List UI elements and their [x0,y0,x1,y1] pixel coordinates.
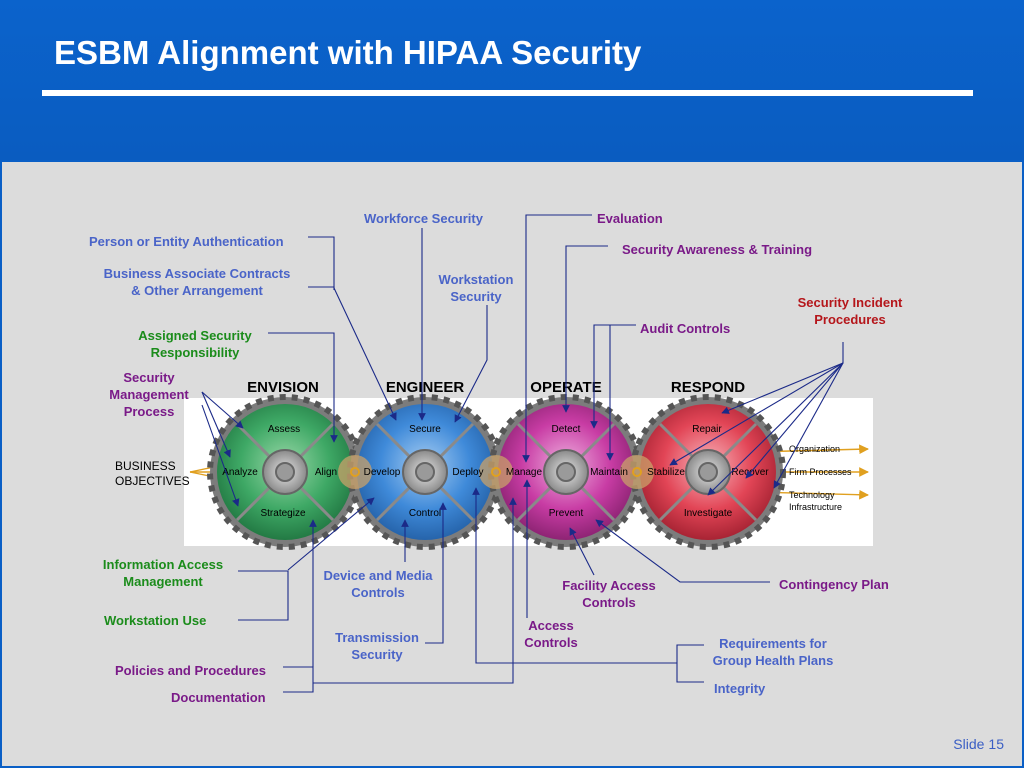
layer-infrastructure: Infrastructure [789,502,842,512]
layer-firm-processes: Firm Processes [789,467,852,477]
label-facility-access-controls: Facility Access Controls [554,577,664,611]
label-evaluation: Evaluation [597,211,663,226]
label-smp-line1: Security [123,370,175,385]
label-access-line1: Access [528,618,574,633]
label-transmission-line1: Transmission [335,630,419,645]
gear-label-prevent: Prevent [549,508,584,519]
slide-header: ESBM Alignment with HIPAA Security [0,0,1024,160]
gear-label-stabilize: Stabilize [647,467,685,478]
label-iam-line2: Management [123,574,203,589]
label-access-line2: Controls [524,635,578,650]
gear-label-manage: Manage [506,467,543,478]
label-incident-line2: Procedures [814,312,886,327]
label-device-line2: Controls [351,585,405,600]
layer-technology: Technology [789,490,835,500]
gear-label-control: Control [409,508,441,519]
label-workstation-security: Workstation Security [432,271,520,305]
callout-lines [201,214,844,693]
phase-engineer: ENGINEER [386,379,465,396]
layer-organization: Organization [789,444,840,454]
gear-envision [207,394,363,550]
phase-respond: RESPOND [671,379,745,396]
slide-title: ESBM Alignment with HIPAA Security [54,34,642,71]
label-transmission-security: Transmission Security [326,629,428,663]
label-contingency-plan: Contingency Plan [779,577,889,592]
label-requirements-group-health-plans: Requirements for Group Health Plans [703,635,843,669]
slide-number-value: 15 [988,736,1004,752]
label-workstation-security-line2: Security [450,289,502,304]
gear-label-deploy: Deploy [452,467,483,478]
gear-engineer [347,394,503,550]
label-assigned-security-responsibility: Assigned Security Responsibility [130,327,260,361]
label-device-line1: Device and Media [323,568,433,583]
label-information-access-management: Information Access Management [94,556,232,590]
gear-label-maintain: Maintain [590,467,628,478]
business-objectives-line2: OBJECTIVES [115,474,190,488]
label-assigned-line1: Assigned Security [138,328,252,343]
gear-respond [630,394,786,550]
label-facility-line2: Controls [582,595,636,610]
label-bac-line1: Business Associate Contracts [103,266,291,281]
label-transmission-line2: Security [351,647,403,662]
gear-label-investigate: Investigate [684,508,733,519]
label-business-associate-contracts: Business Associate Contracts & Other Arr… [95,265,299,299]
label-smp-line2: Management [109,387,189,402]
business-objectives-line1: BUSINESS [115,459,176,473]
label-incident-line1: Security Incident [797,295,903,310]
label-integrity: Integrity [714,681,766,696]
label-access-controls: Access Controls [516,617,586,651]
phase-envision: ENVISION [247,379,319,396]
label-security-awareness-training: Security Awareness & Training [622,242,813,257]
label-smp-line3: Process [123,404,175,419]
gear-label-repair: Repair [692,424,722,435]
title-underline [42,90,973,96]
label-policies-procedures: Policies and Procedures [115,663,267,678]
label-facility-line1: Facility Access [562,578,656,593]
label-workstation-security-line1: Workstation [438,272,514,287]
label-bac-line2: & Other Arrangement [131,283,263,298]
label-security-management-process: Security Management Process [103,369,195,420]
gear-label-develop: Develop [364,467,401,478]
gear-label-analyze: Analyze [222,467,258,478]
slide-number-label: Slide [953,736,985,752]
label-workforce-security: Workforce Security [364,211,483,226]
label-security-incident-procedures: Security Incident Procedures [790,294,910,328]
label-assigned-line2: Responsibility [150,345,240,360]
gear-label-detect: Detect [552,424,581,435]
label-audit-controls: Audit Controls [640,321,731,336]
gear-label-secure: Secure [409,424,441,435]
label-iam-line1: Information Access [102,557,224,572]
gear-label-align: Align [315,467,337,478]
label-documentation: Documentation [171,690,266,705]
label-req-line1: Requirements for [719,636,827,651]
gear-label-strategize: Strategize [260,508,305,519]
label-person-entity-authentication: Person or Entity Authentication [89,234,284,249]
gear-connectors [338,455,654,489]
label-workstation-use: Workstation Use [104,613,207,628]
label-req-line2: Group Health Plans [712,653,834,668]
label-device-media-controls: Device and Media Controls [316,567,440,601]
gear-label-assess: Assess [268,424,300,435]
